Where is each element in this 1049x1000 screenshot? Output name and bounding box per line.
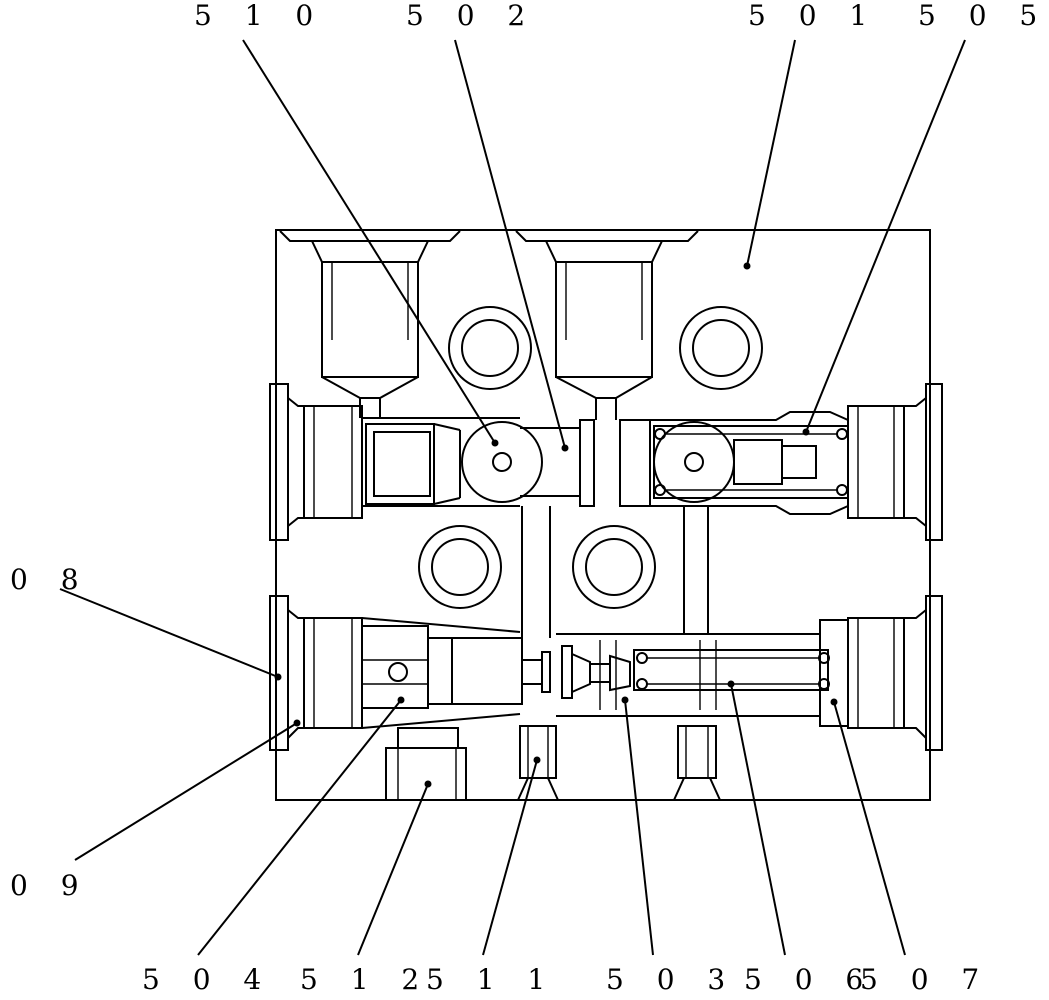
label-503: 5 0 3	[606, 963, 738, 996]
upper-left-plug	[269, 383, 363, 541]
leader-506	[727, 680, 786, 956]
leader-505	[802, 39, 966, 436]
leader-510	[242, 39, 499, 447]
lower-left-piston	[361, 617, 551, 729]
label-509: 0 9	[10, 869, 91, 902]
bottom-port-512	[385, 727, 467, 801]
label-501: 5 0 1	[748, 0, 880, 32]
leader-508	[59, 588, 282, 681]
lower-right-plug	[819, 595, 943, 751]
leader-511	[482, 756, 541, 956]
label-510: 5 1 0	[194, 0, 326, 32]
label-508: 0 8	[10, 563, 91, 596]
top-left-port	[279, 230, 461, 418]
label-511: 5 1 1	[426, 963, 558, 996]
ring-port-upper-left	[448, 306, 532, 390]
lower-right-spool	[556, 633, 830, 717]
valve-body	[275, 229, 931, 801]
leader-509	[74, 719, 301, 861]
label-504: 5 0 4	[142, 963, 274, 996]
valve-block-drawing	[59, 39, 966, 956]
bottom-port-right	[673, 725, 721, 801]
upper-spool	[365, 421, 543, 505]
leader-504	[197, 696, 405, 956]
label-505: 5 0 5	[918, 0, 1049, 32]
label-512: 5 1 2	[300, 963, 432, 996]
label-507: 5 0 7	[860, 963, 992, 996]
ring-port-lower-left	[418, 525, 502, 609]
technical-drawing-canvas: 5 1 0 5 0 2 5 0 1 5 0 5 0 8 0 9 5 0 4 5 …	[10, 0, 1038, 996]
upper-right-spring-chamber	[650, 411, 849, 515]
top-middle-port	[515, 230, 699, 420]
leader-512	[357, 780, 432, 956]
label-502: 5 0 2	[406, 0, 538, 32]
upper-right-plug	[847, 383, 943, 541]
ring-port-upper-right	[679, 306, 763, 390]
leader-lines	[59, 39, 966, 956]
leader-503	[621, 696, 654, 956]
bottom-port-511	[517, 725, 559, 801]
lower-left-plug	[269, 595, 363, 751]
leader-507	[830, 698, 906, 956]
leader-502	[454, 39, 569, 452]
upper-bore	[362, 417, 651, 507]
label-506: 5 0 6	[744, 963, 876, 996]
ring-port-lower-middle	[572, 525, 656, 609]
vertical-passages	[521, 506, 709, 638]
leader-501	[743, 39, 796, 270]
